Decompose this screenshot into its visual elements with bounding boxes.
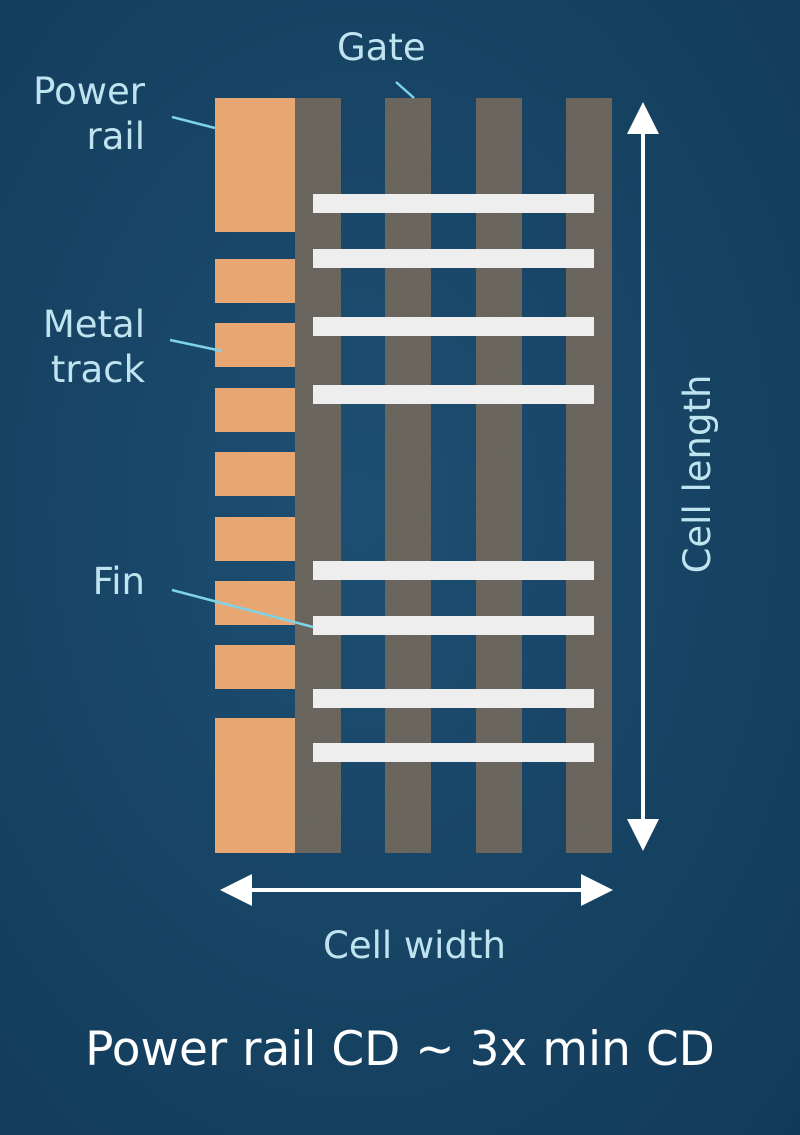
fin-stripe (313, 561, 594, 580)
fin-stripe (313, 194, 594, 213)
fin-stripe (313, 616, 594, 635)
gate-stripe (476, 98, 522, 853)
metal-track (215, 517, 295, 561)
power-rail-top (215, 98, 295, 232)
fin-label: Fin (92, 560, 145, 603)
cell-length-label: Cell length (676, 374, 719, 574)
cell-width-label: Cell width (323, 924, 506, 967)
power-rail-label-line1: Power (33, 70, 145, 113)
fin-leader-line (171, 588, 314, 629)
gate-stripe (295, 98, 341, 853)
fin-stripe (313, 385, 594, 404)
metal-track (215, 388, 295, 432)
caption: Power rail CD ~ 3x min CD (85, 1022, 715, 1077)
metal-track (215, 645, 295, 689)
fin-stripe (313, 743, 594, 762)
metal-track (215, 323, 295, 367)
metal-track (215, 452, 295, 496)
metal-track (215, 259, 295, 303)
gate-label: Gate (337, 26, 426, 69)
gate-stripe (385, 98, 431, 853)
metal-track-label-line1: Metal (42, 303, 145, 346)
gate-leader-line (395, 81, 415, 99)
power-rail-leader-line (171, 115, 216, 130)
fin-stripe (313, 249, 594, 268)
power-rail-label-line2: rail (86, 115, 145, 158)
power-rail-bottom (215, 718, 295, 853)
fin-stripe (313, 317, 594, 336)
metal-track-label-line2: track (50, 348, 145, 391)
gate-stripe (566, 98, 612, 853)
metal-track-leader-line (169, 338, 223, 353)
fin-stripe (313, 689, 594, 708)
